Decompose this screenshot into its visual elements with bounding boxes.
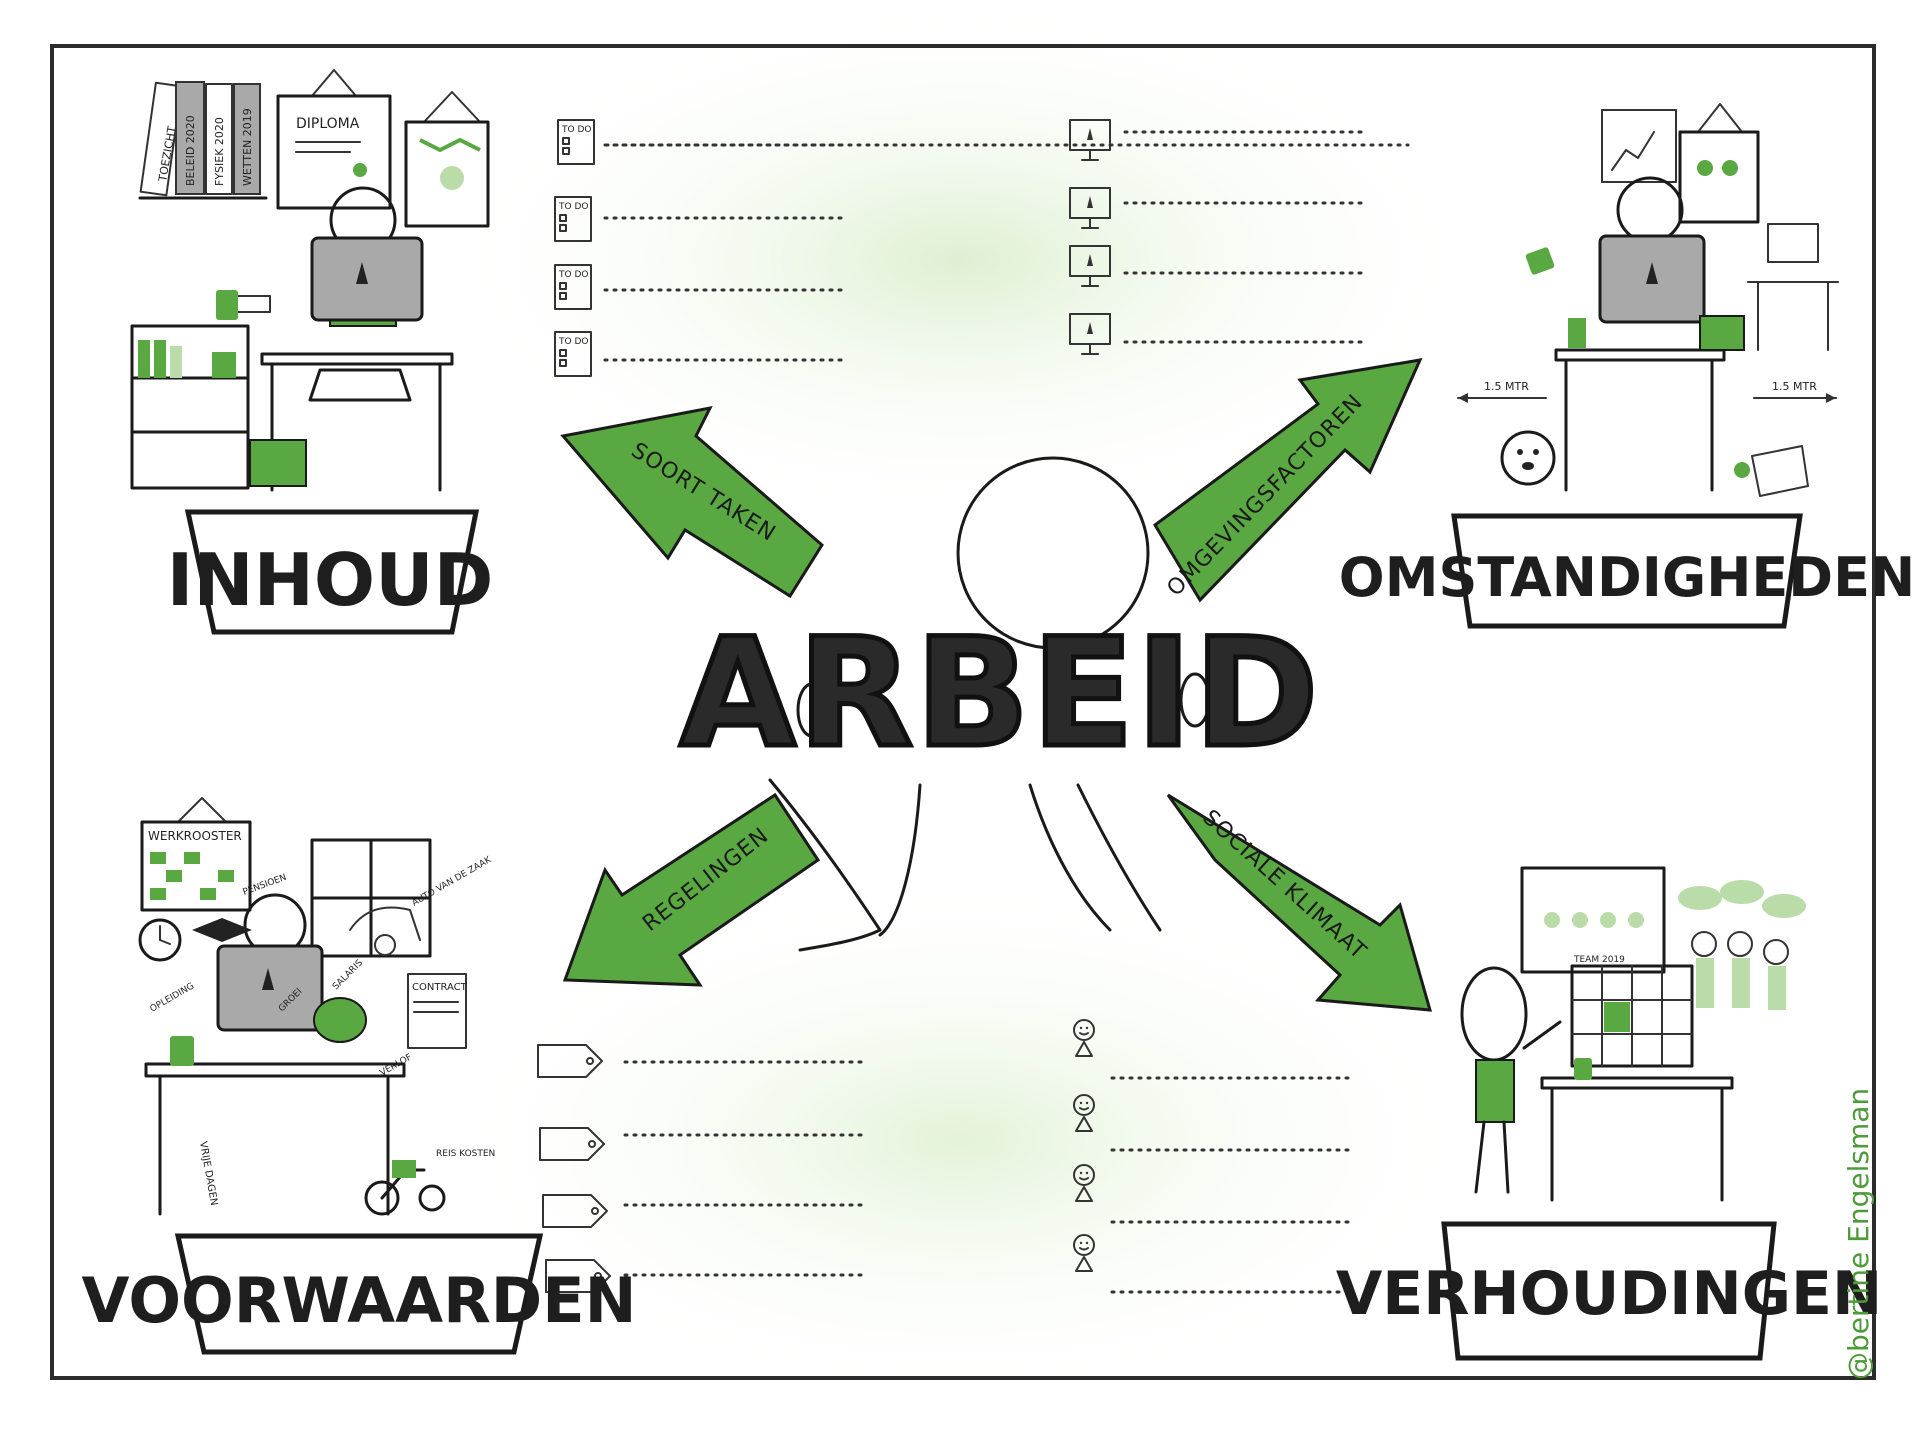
second-desk [1748,224,1838,350]
chart-poster [1602,110,1676,182]
tag-label: VRIJE DAGEN [197,1141,219,1207]
inhoud-scene: TOEZICHT BELEID 2020 FYSIEK 2020 WETTEN … [132,70,488,490]
pen-cup [1568,318,1586,348]
mug [170,1036,194,1066]
desk [262,354,452,364]
tricycle [366,1160,444,1214]
banner-voorwaarden-label: VOORWAARDEN [81,1264,636,1337]
svg-text:TO DO: TO DO [558,202,588,212]
briefcase [250,440,306,486]
svg-text:DIPLOMA: DIPLOMA [296,116,360,132]
waste-basket [1734,446,1808,496]
banner-inhoud: INHOUD [167,512,494,632]
mug [216,290,238,320]
binder-label: FYSIEK 2020 [213,117,226,186]
dog [1502,432,1554,484]
page-title: ARBEID [680,607,1321,781]
monitor [312,238,422,320]
diploma-frame: DIPLOMA [278,70,390,208]
tag-label: SALARIS [331,958,365,992]
banner-verhoudingen-label: VERHOUDINGEN [1336,1259,1882,1329]
voorwaarden-scene: WERKROOSTER CONTRACT [140,798,495,1214]
video-call-screen [1572,966,1692,1066]
artist-credit: @bertine Engelsman [1842,1088,1875,1380]
omstandigheden-scene: 1.5 MTR 1.5 MTR [1458,104,1838,496]
banner-omstandigheden-label: OMSTANDIGHEDEN [1339,546,1915,609]
binder-label: WETTEN 2019 [241,108,254,186]
tag-label: OPLEIDING [149,981,197,1014]
verhoudingen-scene: TEAM 2019 [1462,868,1806,1200]
office-worker [216,188,452,490]
work-schedule: WERKROOSTER [142,798,250,910]
svg-text:TO DO: TO DO [558,337,588,347]
piggy-bank [314,998,366,1042]
desk [1542,1058,1732,1200]
team-poster: TEAM 2019 [1522,868,1664,972]
svg-text:1.5 MTR: 1.5 MTR [1772,380,1817,393]
colleagues-group [1692,932,1788,1010]
photo-frame [1680,104,1758,222]
binder-shelf: TOEZICHT BELEID 2020 FYSIEK 2020 WETTEN … [140,82,266,198]
svg-text:1.5 MTR: 1.5 MTR [1484,380,1529,393]
svg-text:TEAM 2019: TEAM 2019 [1573,955,1625,965]
radio [1700,316,1744,350]
svg-text:WERKROOSTER: WERKROOSTER [148,829,242,843]
svg-text:CONTRACT: CONTRACT [412,982,468,993]
graduation-cap [192,918,252,942]
bookshelf [132,326,248,488]
svg-text:TO DO: TO DO [561,125,591,135]
banner-omstandigheden: OMSTANDIGHEDEN [1339,516,1915,626]
tag-label: AUTO VAN DE ZAAK [411,855,495,909]
mug [1574,1058,1592,1080]
clock [140,920,180,960]
speech-bubbles [1678,880,1806,918]
mug [1525,247,1555,276]
distance-markers: 1.5 MTR 1.5 MTR [1458,380,1836,403]
tag-label: REIS KOSTEN [436,1149,495,1159]
contract-document: CONTRACT [408,974,468,1048]
svg-text:TO DO: TO DO [558,270,588,280]
office-worker [146,895,404,1214]
banner-inhoud-label: INHOUD [167,538,494,622]
home-worker [1525,178,1744,490]
binder-label: BELEID 2020 [184,115,197,186]
desk [1556,350,1724,360]
